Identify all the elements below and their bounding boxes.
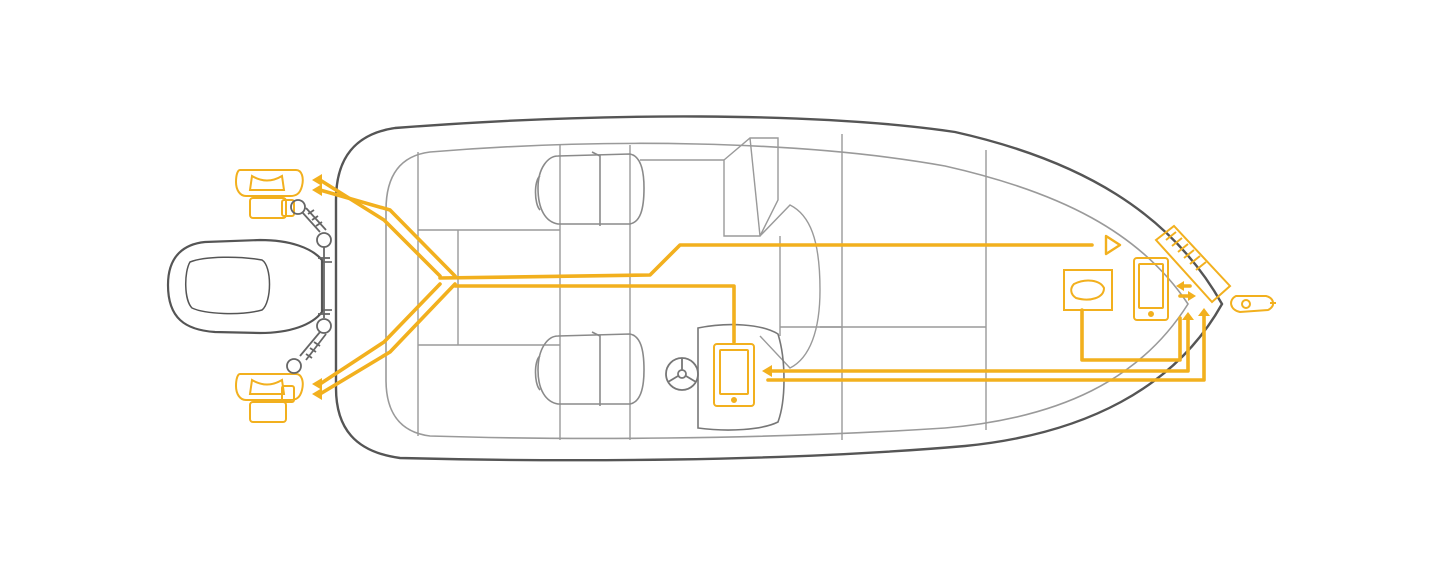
seat-icon	[534, 331, 645, 406]
play-triangle-icon	[1104, 234, 1122, 256]
seat-icon	[534, 151, 645, 226]
transducer-icon	[1063, 269, 1113, 311]
deck-layout	[417, 134, 987, 440]
network-cables	[318, 178, 1206, 396]
jack-plate-arm	[286, 318, 332, 374]
shallow-water-anchor-icon	[234, 373, 304, 423]
cable-arrowheads	[312, 174, 1210, 400]
jack-plate-arm	[290, 199, 332, 318]
helm-console	[697, 323, 785, 431]
boat-hull	[334, 115, 1224, 462]
foot-pedal-icon	[1154, 224, 1232, 304]
steering-wheel-icon	[665, 357, 699, 391]
helm-display-icon	[713, 343, 755, 407]
trolling-motor-icon	[1230, 295, 1276, 314]
outboard-motor-icon	[166, 238, 332, 335]
bow-display-icon	[1133, 257, 1169, 321]
shallow-water-anchor-icon	[234, 169, 304, 219]
